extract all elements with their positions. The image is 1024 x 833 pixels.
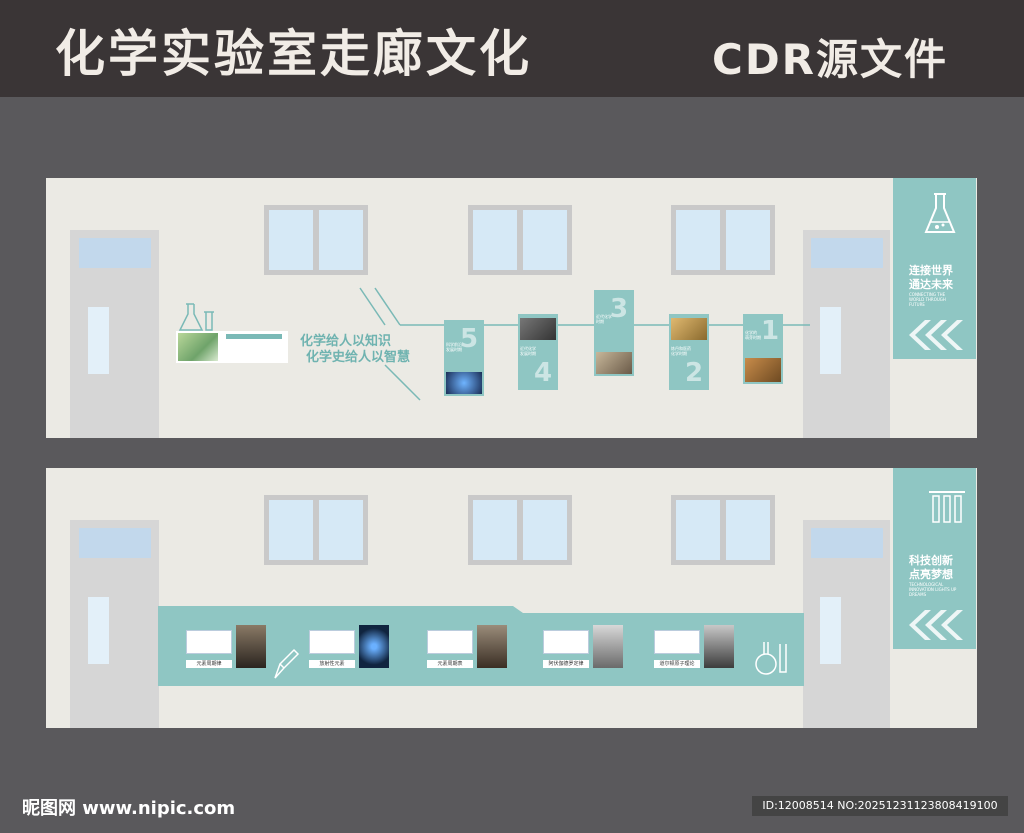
watermark-id: ID:12008514 NO:20251231123808419100 (752, 796, 1008, 816)
door-left-2-window (88, 597, 109, 664)
timeline-number-2: 2 (685, 358, 704, 388)
side-panel-2-en: TECHNOLOGICAL INNOVATION LIGHTS UP DREAM… (909, 582, 957, 597)
timeline-photo-1 (745, 358, 781, 382)
scientist-card-5 (654, 630, 700, 654)
scientist-card-2 (309, 630, 355, 654)
chevron-arrows-icon-2 (909, 610, 963, 640)
scientist-card-1 (186, 630, 232, 654)
timeline-label-4b: 发展时期 (520, 351, 536, 356)
timeline-label-2a: 炼丹和医药 (671, 346, 691, 351)
side-panel-2: 科技创新点亮梦想 TECHNOLOGICAL INNOVATION LIGHTS… (893, 468, 976, 649)
intro-card-header (226, 334, 282, 339)
timeline-number-1: 1 (761, 316, 780, 346)
scientist-portrait-3 (477, 625, 507, 668)
slogan-line-2: 化学史给人以智慧 (306, 350, 411, 365)
timeline-number-4: 4 (534, 358, 553, 388)
window-6 (671, 495, 775, 565)
door-left-1-transom (76, 235, 154, 271)
dropper-icon (274, 648, 300, 679)
scientist-caption-5: 道尔顿原子理论 (654, 660, 700, 668)
timeline-card-1: 1 化学的萌芽时期 (743, 314, 783, 384)
header-bar (0, 0, 1024, 97)
door-right-2-window (820, 597, 841, 664)
scientist-card-4 (543, 630, 589, 654)
scientist-caption-4: 阿伏伽德罗定律 (543, 660, 589, 668)
door-left-1-window (88, 307, 109, 374)
watermark-brand: 昵图网 www.nipic.com (22, 798, 236, 819)
scientist-caption-2: 放射性元素 (309, 660, 355, 668)
scientist-card-3 (427, 630, 473, 654)
door-right-2-transom (808, 525, 886, 561)
timeline-label-4a: 近代化学 (520, 346, 536, 351)
door-right-1-transom (808, 235, 886, 271)
timeline-card-4: 近代化学发展时期 4 (518, 314, 558, 390)
timeline-photo-4 (520, 318, 556, 340)
page-title: 化学实验室走廊文化 (55, 25, 532, 83)
side-panel-1-title1: 连接世界 (909, 264, 953, 277)
scientist-portrait-1 (236, 625, 266, 668)
side-panel-1-en: CONNECTING THE WORLD THROUGH FUTURE (909, 292, 946, 307)
door-right-1-window (820, 307, 841, 374)
window-3 (671, 205, 775, 275)
intro-card-photo (178, 333, 218, 361)
flask-icon (178, 303, 214, 331)
window-5 (468, 495, 572, 565)
timeline-label-1a: 化学的 (745, 330, 757, 335)
timeline-label-2b: 化学时期 (671, 351, 687, 356)
beaker-icon (924, 193, 956, 233)
side-panel-2-title1: 科技创新 (909, 554, 953, 567)
timeline-number-3: 3 (610, 294, 629, 324)
flask-icon-2 (755, 642, 787, 675)
timeline-photo-2 (671, 318, 707, 340)
page-subtitle: CDR源文件 (712, 35, 949, 84)
chevron-arrows-icon-1 (909, 320, 963, 350)
timeline-label-1b: 萌芽时期 (745, 335, 761, 340)
timeline-card-3: 3 近代化学时期 (594, 290, 634, 376)
door-left-2-transom (76, 525, 154, 561)
scientist-caption-3: 元素周期表 (427, 660, 473, 668)
scientist-caption-1: 元素周期律 (186, 660, 232, 668)
timeline-label-3b: 时期 (596, 319, 604, 324)
timeline-number-5: 5 (460, 324, 479, 354)
test-tubes-icon (929, 491, 965, 523)
timeline-label-3a: 近代化学 (596, 314, 612, 319)
timeline-label-5b: 发展时期 (446, 347, 462, 352)
window-4 (264, 495, 368, 565)
side-panel-1: 连接世界通达未来 CONNECTING THE WORLD THROUGH FU… (893, 178, 976, 359)
timeline-label-5a: 科学前沿 (446, 342, 462, 347)
side-panel-1-title2: 通达未来 (909, 278, 953, 291)
intro-card (176, 331, 288, 363)
scientist-portrait-2 (359, 625, 389, 668)
scientist-portrait-4 (593, 625, 623, 668)
window-2 (468, 205, 572, 275)
scientist-portrait-5 (704, 625, 734, 668)
timeline-photo-5 (446, 372, 482, 394)
slogan-line-1: 化学给人以知识 (300, 334, 392, 349)
timeline-card-5: 5 科学前沿发展时期 (444, 320, 484, 396)
window-1 (264, 205, 368, 275)
timeline-photo-3 (596, 352, 632, 374)
timeline-card-2: 炼丹和医药化学时期 2 (669, 314, 709, 390)
side-panel-2-title2: 点亮梦想 (909, 568, 953, 581)
